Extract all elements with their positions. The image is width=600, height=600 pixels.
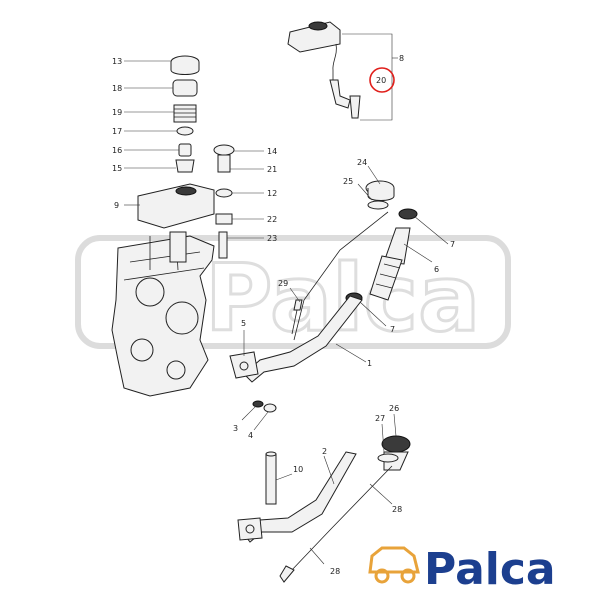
callout-28-lower: 28 (330, 567, 340, 576)
callout-26: 26 (389, 404, 399, 413)
callout-5: 5 (241, 319, 246, 328)
callout-24: 24 (357, 158, 367, 167)
callout-18: 18 (112, 84, 122, 93)
callout-13: 13 (112, 57, 122, 66)
callout-labels: 13 18 19 17 16 15 9 14 21 12 22 23 8 20 … (112, 54, 455, 576)
callout-10: 10 (293, 465, 303, 474)
callout-23: 23 (267, 234, 277, 243)
wheel-icon (400, 568, 416, 584)
watermark-text: Palca (205, 245, 480, 352)
callout-2: 2 (322, 447, 327, 456)
callout-1: 1 (367, 359, 372, 368)
callout-12: 12 (267, 189, 277, 198)
callout-8: 8 (399, 54, 404, 63)
callout-7-upper: 7 (450, 240, 455, 249)
palca-logo: Palca (368, 544, 556, 595)
nut-washer (252, 400, 277, 413)
callout-4: 4 (248, 431, 253, 440)
callout-15: 15 (112, 164, 122, 173)
callout-20: 20 (376, 76, 386, 85)
callout-16: 16 (112, 146, 122, 155)
callout-19: 19 (112, 108, 122, 117)
callout-17: 17 (112, 127, 122, 136)
callout-21: 21 (267, 165, 277, 174)
logo-text: Palca (424, 544, 556, 595)
callout-14: 14 (267, 147, 277, 156)
filler-assembly (229, 180, 418, 383)
callout-6: 6 (434, 265, 439, 274)
callout-28-upper: 28 (392, 505, 402, 514)
leader-lines (124, 60, 449, 565)
callout-3: 3 (233, 424, 238, 433)
engine-block (111, 231, 215, 397)
car-icon (368, 546, 420, 574)
cap-stack (170, 55, 200, 173)
callout-7-lower: 7 (390, 325, 395, 334)
callout-29: 29 (278, 279, 288, 288)
valve-cover (137, 183, 215, 229)
wheel-icon (374, 568, 390, 584)
lower-assembly (237, 435, 411, 583)
reservoir-group (287, 21, 398, 121)
highlight-circle (369, 67, 395, 93)
callout-9: 9 (114, 201, 119, 210)
callout-22: 22 (267, 215, 277, 224)
callout-25: 25 (343, 177, 353, 186)
callout-27: 27 (375, 414, 385, 423)
watermark: Palca (75, 235, 511, 354)
breather-parts (213, 144, 235, 259)
